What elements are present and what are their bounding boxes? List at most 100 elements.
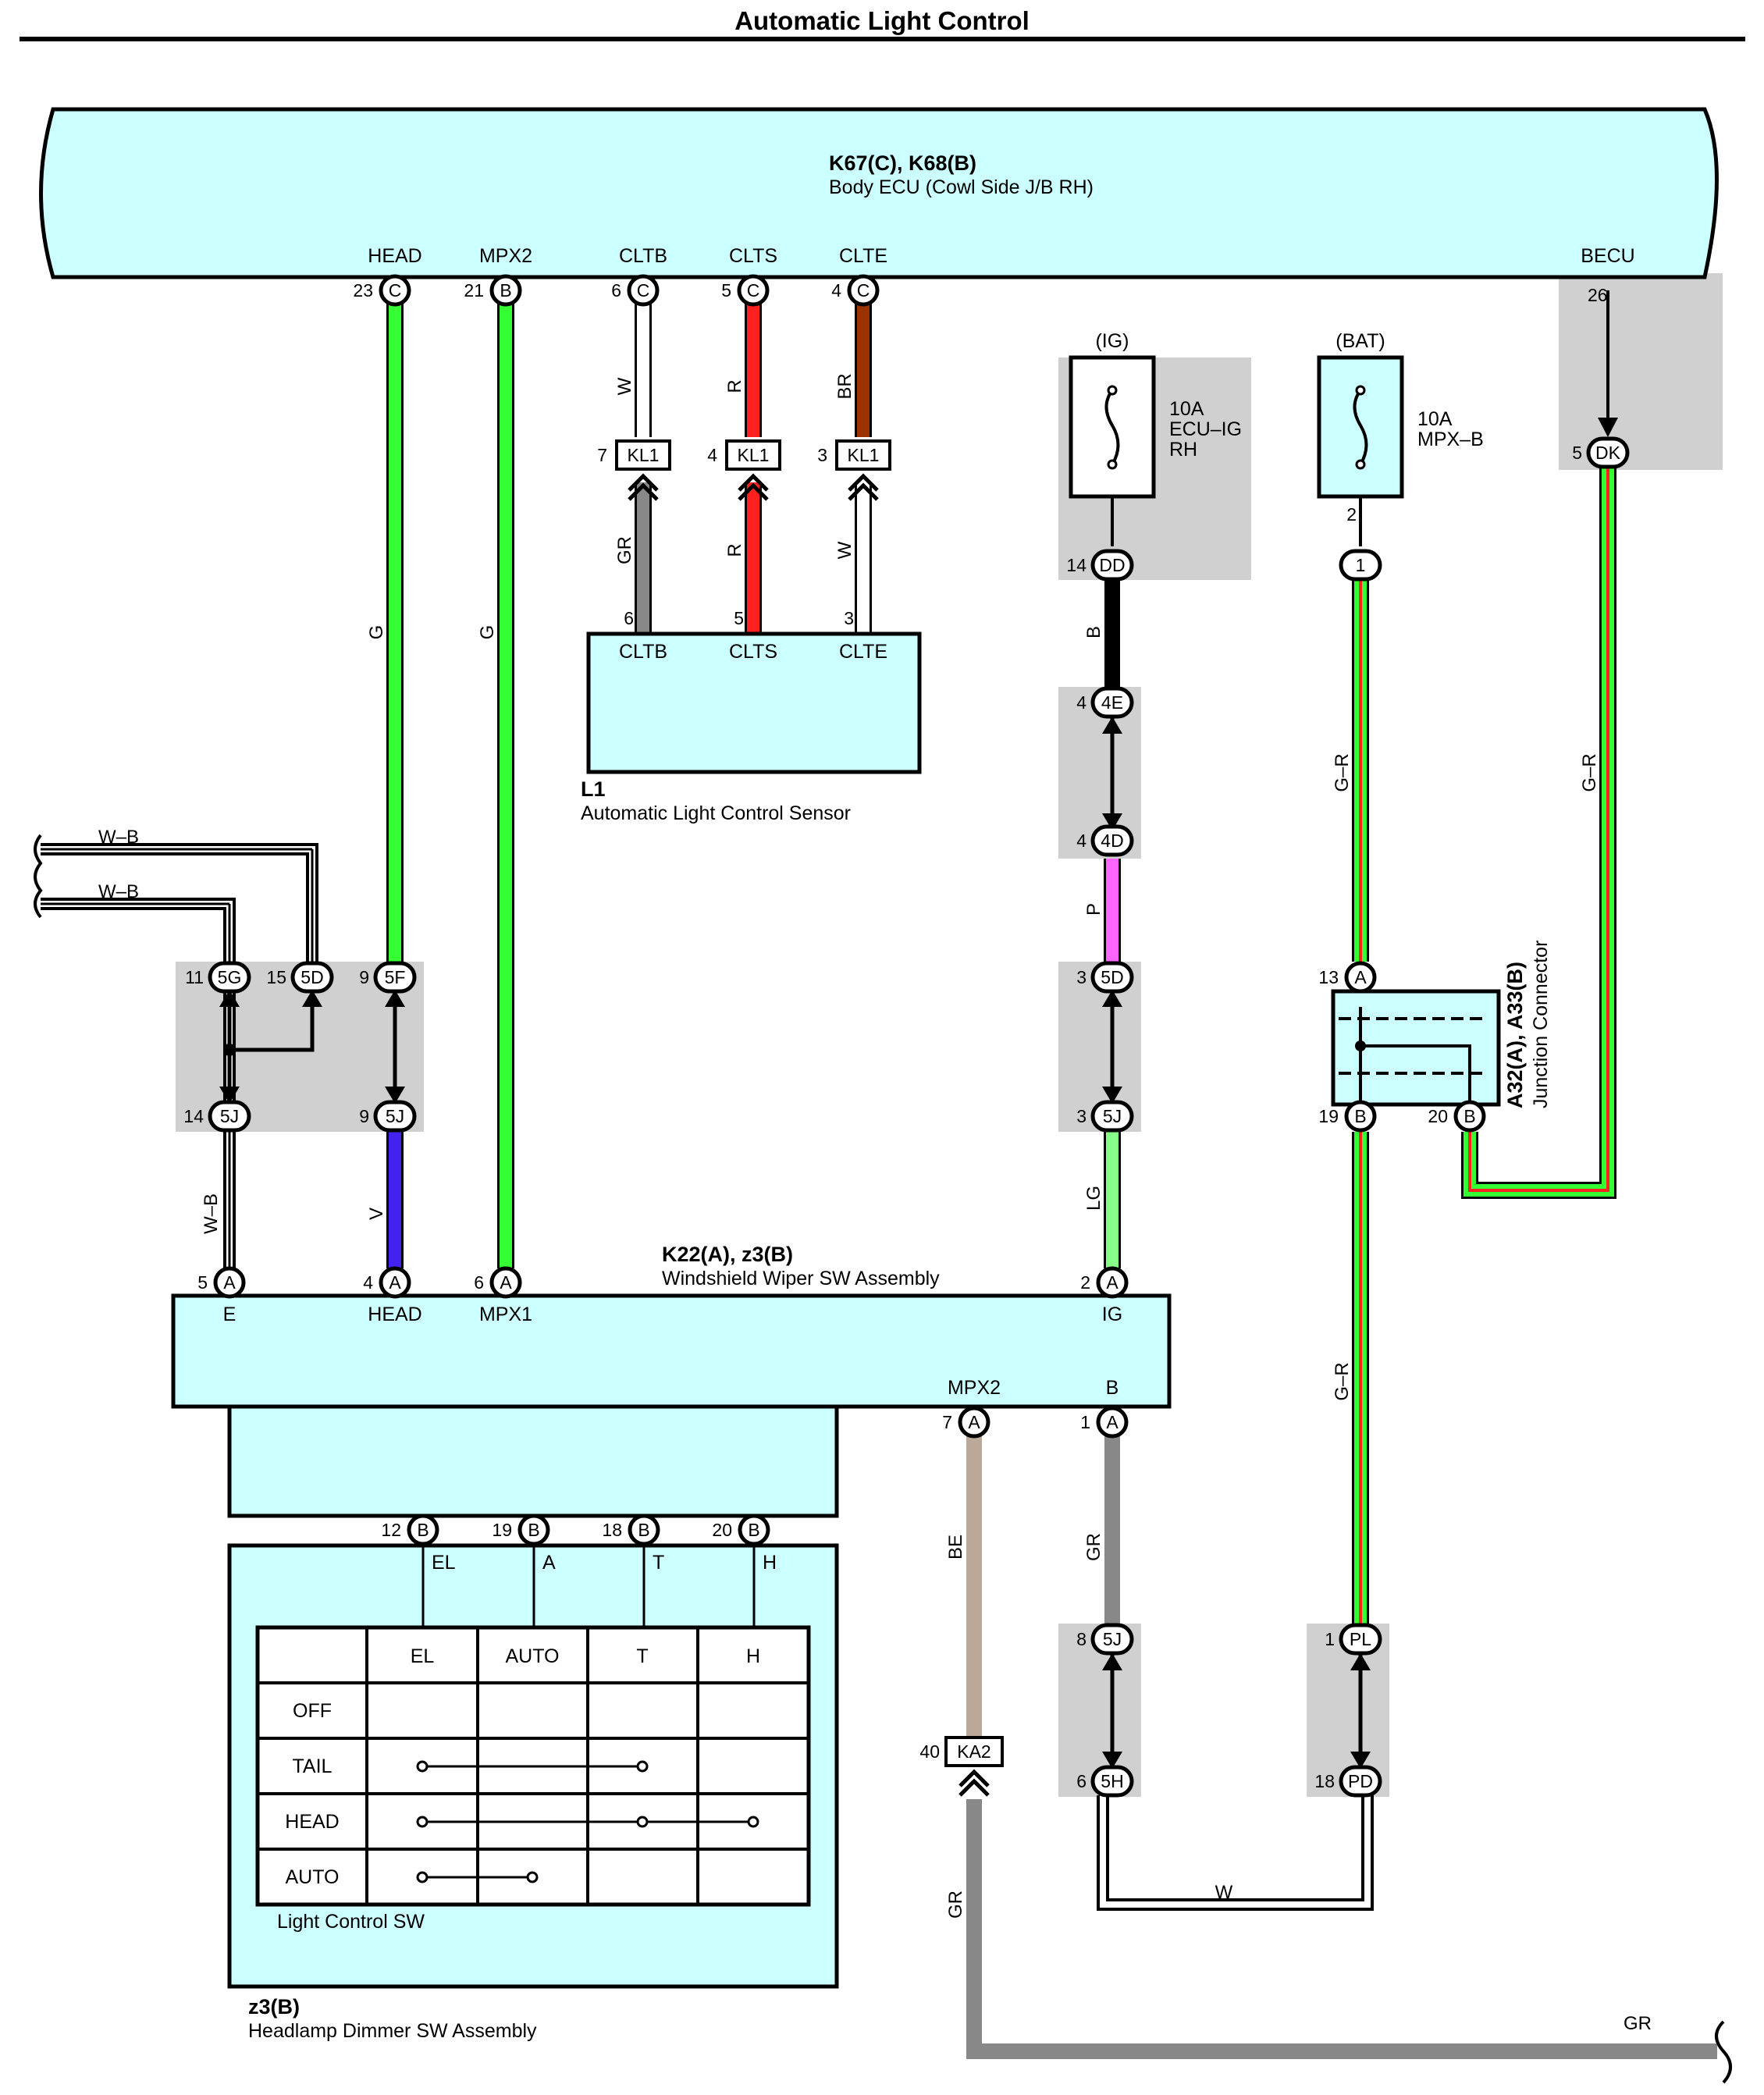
svg-text:21: 21	[464, 280, 484, 301]
svg-text:3: 3	[817, 445, 827, 465]
svg-text:PD: PD	[1348, 1771, 1373, 1791]
svg-text:15: 15	[266, 967, 286, 987]
svg-text:R: R	[724, 543, 745, 557]
svg-text:V: V	[366, 1208, 387, 1220]
diagram-title: Automatic Light Control	[734, 6, 1030, 35]
pin-clte-4c: C 4	[831, 274, 880, 307]
wiper-sw-assembly: K22(A), z3(B) Windshield Wiper SW Assemb…	[171, 1243, 1172, 1518]
svg-text:4: 4	[363, 1272, 373, 1293]
body-ecu-term-becu: BECU	[1581, 245, 1634, 267]
pin-clts-5c: C 5	[721, 274, 770, 307]
svg-text:HEAD: HEAD	[368, 1304, 421, 1325]
svg-text:W: W	[614, 377, 635, 395]
light-control-sw-table: EL AUTO T H OFF TAIL HEAD AUTO	[255, 1625, 811, 1907]
svg-text:GR: GR	[1624, 2013, 1652, 2034]
svg-text:G–R: G–R	[1332, 753, 1353, 791]
svg-text:GR: GR	[614, 536, 635, 564]
body-ecu-term-cltb: CLTB	[619, 245, 667, 267]
pin-15-5d: 5D 15	[266, 961, 334, 994]
svg-text:Headlamp Dimmer SW Assembly: Headlamp Dimmer SW Assembly	[248, 2020, 537, 2042]
svg-text:G: G	[366, 625, 387, 640]
svg-text:9: 9	[359, 1106, 369, 1126]
connector-pins: C 23 B 21 C 6 C 5 C 4 26 7 4 3 6 5 3	[183, 274, 1630, 1798]
svg-text:G–R: G–R	[1332, 1362, 1353, 1400]
wiper-sw-box	[171, 1293, 1172, 1409]
pin-20-b: B 20	[1428, 1100, 1486, 1133]
svg-text:5G: 5G	[218, 967, 242, 987]
svg-text:z3(B): z3(B)	[248, 1995, 300, 2019]
left-junction	[219, 990, 405, 1104]
svg-text:A: A	[1106, 1272, 1119, 1293]
svg-text:EL: EL	[411, 1645, 435, 1667]
svg-text:W–B: W–B	[98, 881, 139, 902]
svg-text:W: W	[1215, 1882, 1233, 1903]
svg-text:20: 20	[1428, 1106, 1448, 1126]
svg-text:3: 3	[1076, 1106, 1086, 1126]
svg-text:6: 6	[474, 1272, 484, 1293]
svg-text:6: 6	[624, 608, 634, 628]
svg-text:5D: 5D	[301, 967, 323, 987]
svg-text:A: A	[1106, 1412, 1119, 1432]
svg-text:MPX2: MPX2	[948, 1377, 1001, 1399]
svg-text:5J: 5J	[220, 1106, 239, 1126]
svg-text:B: B	[417, 1520, 429, 1540]
svg-text:RH: RH	[1169, 439, 1197, 461]
pin-7-a-mpx2: A 7	[942, 1406, 990, 1439]
svg-text:4: 4	[707, 445, 717, 465]
svg-text:DK: DK	[1595, 443, 1621, 463]
pin-4d: 4D 4	[1076, 824, 1134, 857]
svg-text:AUTO: AUTO	[286, 1866, 340, 1888]
svg-text:2: 2	[1080, 1272, 1090, 1293]
svg-text:11: 11	[185, 967, 204, 987]
svg-text:19: 19	[1318, 1106, 1339, 1126]
junction-connector: A32(A), A33(B) Junction Connector	[1331, 941, 1552, 1108]
body-ecu-name: Body ECU (Cowl Side J/B RH)	[829, 176, 1094, 198]
svg-text:B: B	[1463, 1106, 1475, 1126]
svg-text:19: 19	[492, 1520, 512, 1540]
pin-18-b: B 18	[602, 1513, 660, 1546]
svg-text:B: B	[500, 280, 511, 301]
svg-text:GR: GR	[945, 1890, 966, 1919]
pin-5-a-e: A 5	[197, 1266, 246, 1299]
svg-text:C: C	[389, 280, 402, 301]
svg-text:5H: 5H	[1101, 1771, 1123, 1791]
pin-11-5g: 5G 11	[185, 961, 251, 994]
svg-text:T: T	[636, 1645, 648, 1667]
svg-text:BE: BE	[945, 1535, 966, 1560]
svg-text:IG: IG	[1102, 1304, 1122, 1325]
pin-1-pl: PL 1	[1325, 1623, 1382, 1656]
svg-text:20: 20	[712, 1520, 732, 1540]
pin-8-5j: 5J 8	[1076, 1623, 1134, 1656]
bg-becu-dk	[1559, 273, 1723, 470]
svg-text:CLTS: CLTS	[729, 641, 777, 663]
svg-text:5: 5	[197, 1272, 208, 1293]
wire-wb-upper	[41, 846, 315, 977]
fuse-bat: (BAT) 10A MPX–B	[1317, 330, 1484, 499]
svg-text:18: 18	[602, 1520, 622, 1540]
svg-text:C: C	[857, 280, 870, 301]
svg-text:HEAD: HEAD	[285, 1811, 339, 1833]
break-left	[34, 834, 43, 919]
body-ecu-ref: K67(C), K68(B)	[829, 151, 976, 175]
svg-text:9: 9	[359, 967, 369, 987]
pin-13-a: A 13	[1318, 961, 1377, 994]
svg-text:A: A	[389, 1272, 401, 1293]
wire-w-bottom	[1100, 1795, 1371, 1908]
pin-14-5j: 5J 14	[183, 1100, 251, 1133]
svg-text:OFF: OFF	[293, 1700, 332, 1722]
svg-text:EL: EL	[432, 1552, 456, 1574]
svg-text:E: E	[223, 1304, 237, 1325]
svg-text:DD: DD	[1099, 555, 1125, 575]
svg-text:A: A	[1354, 967, 1367, 987]
svg-text:P: P	[1083, 903, 1104, 916]
pin-2-a-ig: A 2	[1080, 1266, 1129, 1299]
pin-12-b: B 12	[381, 1513, 439, 1546]
svg-text:12: 12	[381, 1520, 401, 1540]
svg-text:5J: 5J	[386, 1106, 404, 1126]
pin-6-a-mpx1: A 6	[474, 1266, 522, 1299]
body-ecu-term-clts: CLTS	[729, 245, 777, 267]
svg-text:Junction Connector: Junction Connector	[1530, 941, 1552, 1108]
svg-text:B: B	[748, 1520, 759, 1540]
body-ecu-term-clte: CLTE	[839, 245, 887, 267]
